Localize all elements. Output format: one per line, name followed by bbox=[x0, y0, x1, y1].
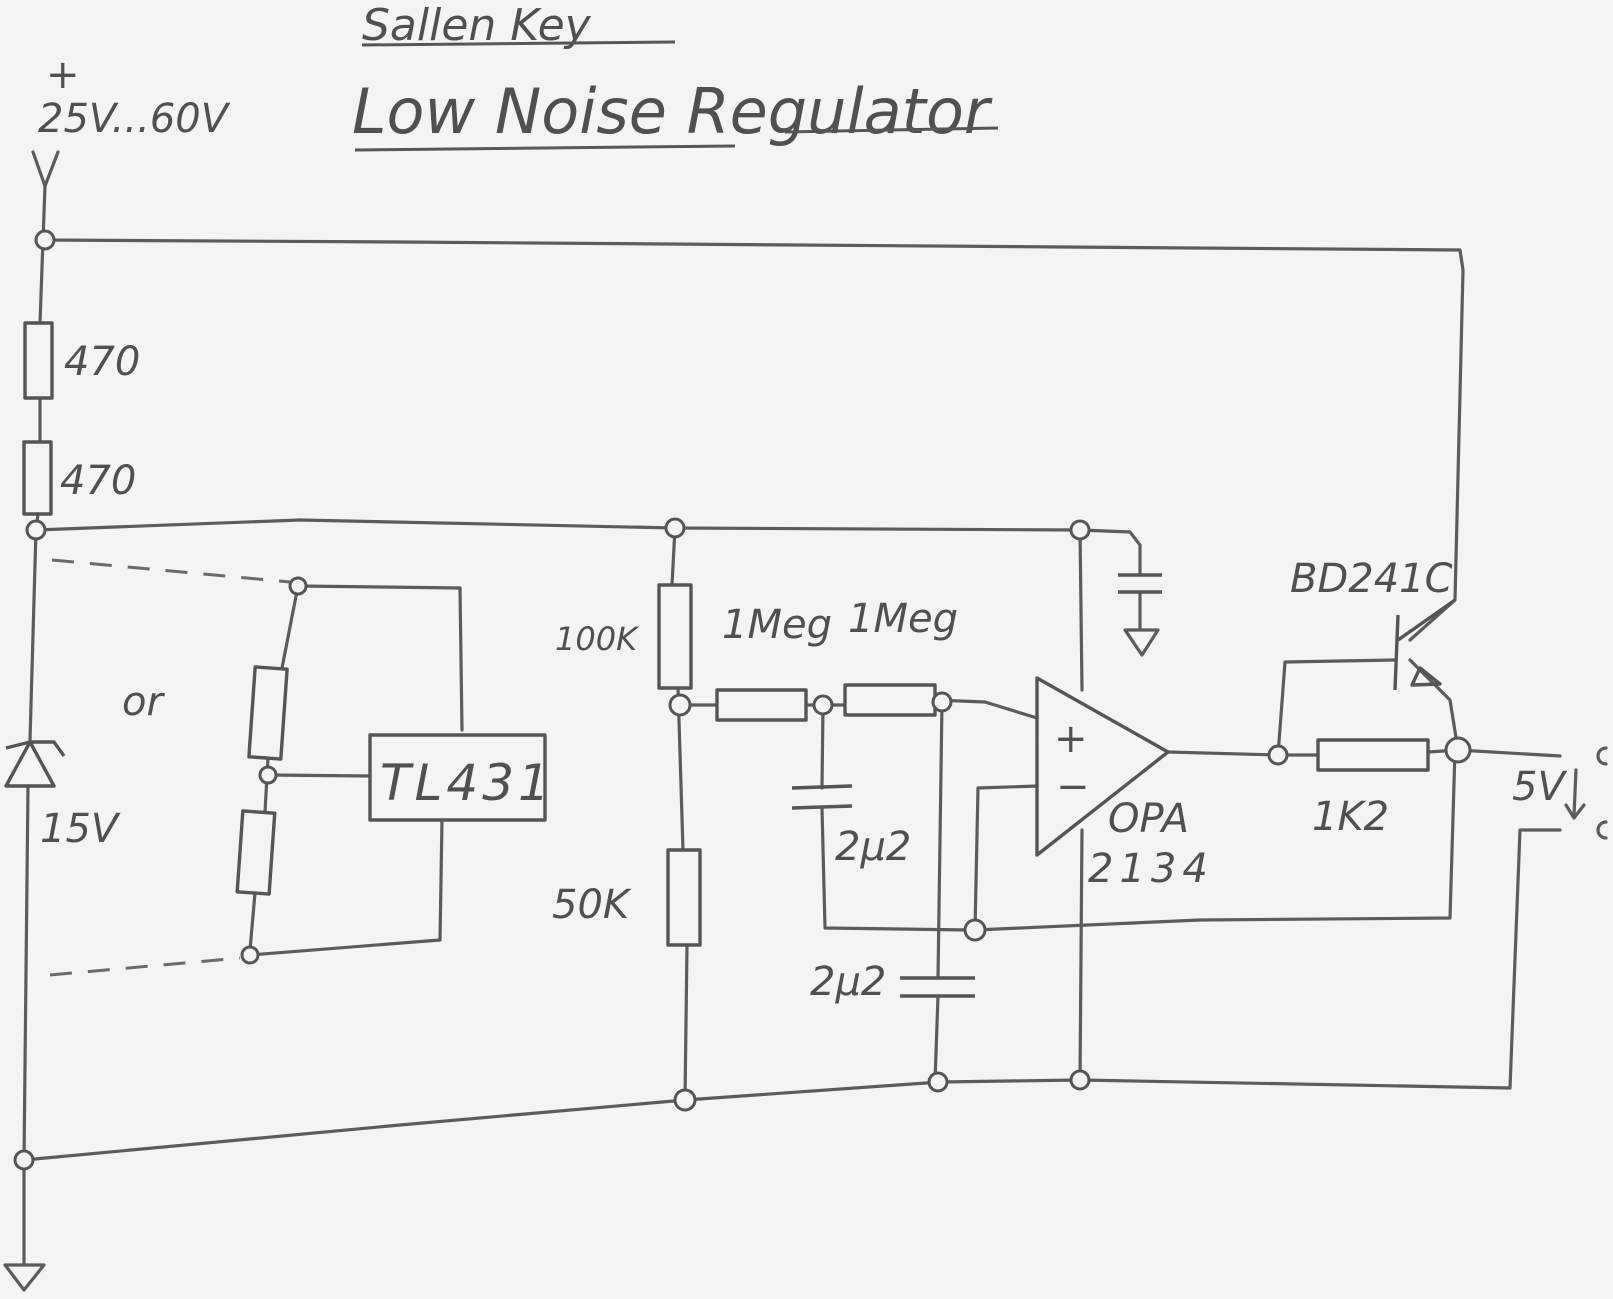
output-voltage-arrow bbox=[1564, 768, 1586, 820]
label-r-div-top: 100K bbox=[555, 620, 640, 658]
junction-opamp-vplus bbox=[1069, 519, 1091, 541]
resistor-1meg-1 bbox=[715, 688, 808, 722]
wire-feed-1 bbox=[38, 238, 45, 325]
wire-opamp-out bbox=[1166, 750, 1280, 757]
resistor-tl431-lower bbox=[235, 809, 277, 896]
junction-tl431-top bbox=[288, 576, 308, 596]
capacitor-decoupling bbox=[1118, 573, 1162, 594]
wire-ground-rail bbox=[22, 828, 1562, 1162]
label-opamp-name1: OPA bbox=[1108, 796, 1189, 842]
supply-input-terminal bbox=[31, 150, 60, 242]
wire-feedback bbox=[973, 748, 1457, 932]
label-output: 5V bbox=[1512, 764, 1567, 810]
label-transistor: BD241C bbox=[1290, 556, 1453, 602]
wire-tl431-ref bbox=[266, 773, 372, 778]
transistor-bd241c bbox=[1393, 598, 1456, 691]
title-line1-underline bbox=[361, 40, 676, 47]
label-opamp-minus: − bbox=[1056, 764, 1090, 810]
junction-div-top bbox=[664, 517, 686, 539]
label-r-top2: 470 bbox=[60, 458, 136, 504]
label-c-sk2: 2µ2 bbox=[810, 959, 886, 1005]
wire-zener-top bbox=[28, 528, 38, 742]
wire-zener-bottom bbox=[22, 784, 30, 1162]
label-r-top1: 470 bbox=[64, 339, 140, 385]
resistor-470-2 bbox=[22, 440, 53, 516]
junction-feedback bbox=[963, 918, 987, 942]
wire-output bbox=[1456, 748, 1562, 758]
resistor-100k bbox=[657, 583, 693, 690]
resistor-470-1 bbox=[23, 321, 54, 400]
supply-range-label: 25V...60V bbox=[38, 96, 231, 142]
wire-tl-res1-top bbox=[280, 584, 300, 670]
wire-opamp-minus bbox=[973, 784, 1039, 932]
resistor-1k2 bbox=[1316, 738, 1430, 772]
junction-sk-mid bbox=[812, 694, 834, 716]
junction-top-left bbox=[34, 229, 56, 251]
dashed-alt-top bbox=[51, 558, 291, 584]
wire-tl-res2-bottom bbox=[248, 891, 257, 952]
label-opamp-name2: 2134 bbox=[1088, 846, 1214, 892]
wire-c1-top bbox=[820, 703, 825, 790]
title-line2-underline bbox=[354, 144, 736, 152]
wire-opamp-vplus bbox=[1078, 528, 1084, 692]
capacitor-2u2-2 bbox=[900, 976, 975, 998]
label-c-sk1: 2µ2 bbox=[835, 824, 911, 870]
label-r-sk1: 1Meg bbox=[722, 602, 832, 648]
label-r-sk2: 1Meg bbox=[848, 596, 958, 642]
opamp-symbol bbox=[1035, 676, 1170, 857]
junction-c2-ground bbox=[927, 1071, 949, 1093]
ground-symbol-main bbox=[3, 1263, 46, 1292]
dashed-alt-bottom bbox=[49, 956, 241, 977]
output-terminal-negative bbox=[1596, 820, 1608, 840]
junction-base bbox=[1267, 744, 1289, 766]
wire-div-bottom bbox=[683, 943, 689, 1102]
junction-div-ground bbox=[673, 1088, 697, 1112]
junction-ground-left bbox=[13, 1149, 35, 1171]
wire-emitter bbox=[1408, 658, 1460, 752]
wire-tl431-anode bbox=[248, 818, 444, 957]
resistor-50k bbox=[666, 848, 702, 947]
label-r-div-bot: 50K bbox=[552, 882, 632, 928]
label-or: or bbox=[122, 679, 165, 725]
label-zener: 15V bbox=[40, 806, 121, 852]
junction-sk-out bbox=[931, 691, 953, 713]
wire-opamp-vminus bbox=[1078, 828, 1084, 1082]
wire-tl431-top bbox=[296, 584, 464, 732]
capacitor-2u2-1 bbox=[791, 784, 853, 810]
resistor-1meg-2 bbox=[843, 683, 937, 717]
label-r-base: 1K2 bbox=[1312, 794, 1389, 840]
junction-mid-left bbox=[25, 519, 47, 541]
junction-opamp-vminus bbox=[1069, 1069, 1091, 1091]
zener-diode-15v bbox=[4, 740, 66, 788]
title-line2: Low Noise Regulator bbox=[352, 75, 993, 148]
title-line2-underline2 bbox=[784, 126, 999, 134]
wire-c1-bottom bbox=[820, 806, 972, 932]
junction-div-mid bbox=[668, 693, 692, 717]
label-opamp-plus: + bbox=[1054, 716, 1088, 762]
wire-c2-top bbox=[936, 700, 944, 980]
output-terminal-positive bbox=[1596, 746, 1608, 766]
wire-base bbox=[1276, 658, 1397, 757]
tl431-ic bbox=[368, 733, 547, 822]
label-tl431: TL431 bbox=[380, 754, 554, 812]
junction-dots bbox=[13, 229, 1472, 1171]
supply-plus-label: + bbox=[46, 52, 80, 98]
junction-tl431-bottom bbox=[240, 945, 260, 965]
ground-symbol-decoupling bbox=[1123, 628, 1160, 657]
wire-c2-bottom bbox=[933, 994, 940, 1084]
junction-tl431-ref bbox=[258, 765, 278, 785]
resistor-tl431-upper bbox=[247, 665, 289, 761]
wire-mid-rail bbox=[34, 518, 1142, 547]
junction-emitter-output bbox=[1444, 736, 1472, 764]
